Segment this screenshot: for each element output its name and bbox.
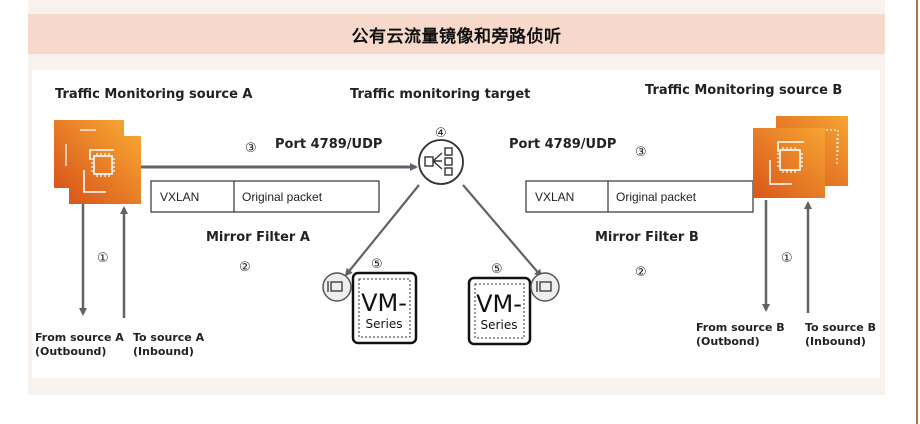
ec2-instance-b-icon (753, 116, 848, 198)
step-3-b: ③ (635, 145, 647, 160)
right-border-line (916, 0, 918, 424)
vm-series-2: VM- Series ⑤ (467, 262, 560, 346)
outbound-label-b-1: From source B (696, 321, 785, 334)
step-1-b: ① (781, 251, 793, 266)
inbound-label-b-2: (Inbound) (805, 335, 866, 348)
ec2-instance-a-icon (54, 120, 141, 204)
vm-series-1: VM- Series ⑤ (322, 257, 418, 345)
outbound-label-a-2: (Outbound) (35, 345, 106, 358)
packet-b-original: Original packet (616, 190, 697, 204)
flow-line-target-to-vm-1 (344, 184, 420, 277)
diagram-canvas: Traffic Monitoring source A Traffic moni… (32, 70, 880, 378)
step-5-vm-1: ⑤ (371, 257, 383, 272)
target-heading: Traffic monitoring target (350, 87, 530, 102)
mirror-filter-a-label: Mirror Filter A (206, 230, 310, 245)
packet-b-vxlan: VXLAN (535, 190, 574, 204)
outbound-label-a-1: From source A (35, 331, 124, 344)
step-5-vm-2: ⑤ (491, 262, 503, 277)
inbound-label-b-1: To source B (805, 321, 876, 334)
step-4: ④ (435, 126, 447, 141)
flow-line-target-to-vm-2 (462, 184, 543, 278)
page-title: 公有云流量镜像和旁路侦听 (351, 26, 562, 47)
step-2-a: ② (239, 260, 251, 275)
title-banner: 公有云流量镜像和旁路侦听 (28, 14, 885, 54)
mirror-filter-b-label: Mirror Filter B (595, 230, 699, 245)
step-3-a: ③ (245, 141, 257, 156)
packet-a: VXLAN Original packet (150, 180, 380, 213)
vm-series-1-small: Series (366, 317, 403, 331)
vm-series-1-big: VM- (361, 289, 407, 317)
step-1-a: ① (97, 251, 109, 266)
vm-series-2-small: Series (481, 318, 518, 332)
step-2-b: ② (635, 265, 647, 280)
port-label-a: Port 4789/UDP (275, 137, 382, 152)
load-balancer-target-icon (418, 139, 464, 185)
port-label-b: Port 4789/UDP (509, 137, 616, 152)
source-b-heading: Traffic Monitoring source B (645, 83, 842, 98)
inbound-label-a-1: To source A (133, 331, 205, 344)
packet-a-vxlan: VXLAN (160, 190, 199, 204)
network-interface-2-icon (530, 272, 560, 302)
inbound-label-a-2: (Inbound) (133, 345, 194, 358)
packet-b: VXLAN Original packet (525, 180, 754, 213)
network-interface-1-icon (322, 272, 352, 302)
source-a-heading: Traffic Monitoring source A (55, 87, 252, 102)
vm-series-2-big: VM- (476, 290, 522, 318)
outbound-label-b-2: (Outbond) (696, 335, 760, 348)
packet-a-original: Original packet (242, 190, 323, 204)
